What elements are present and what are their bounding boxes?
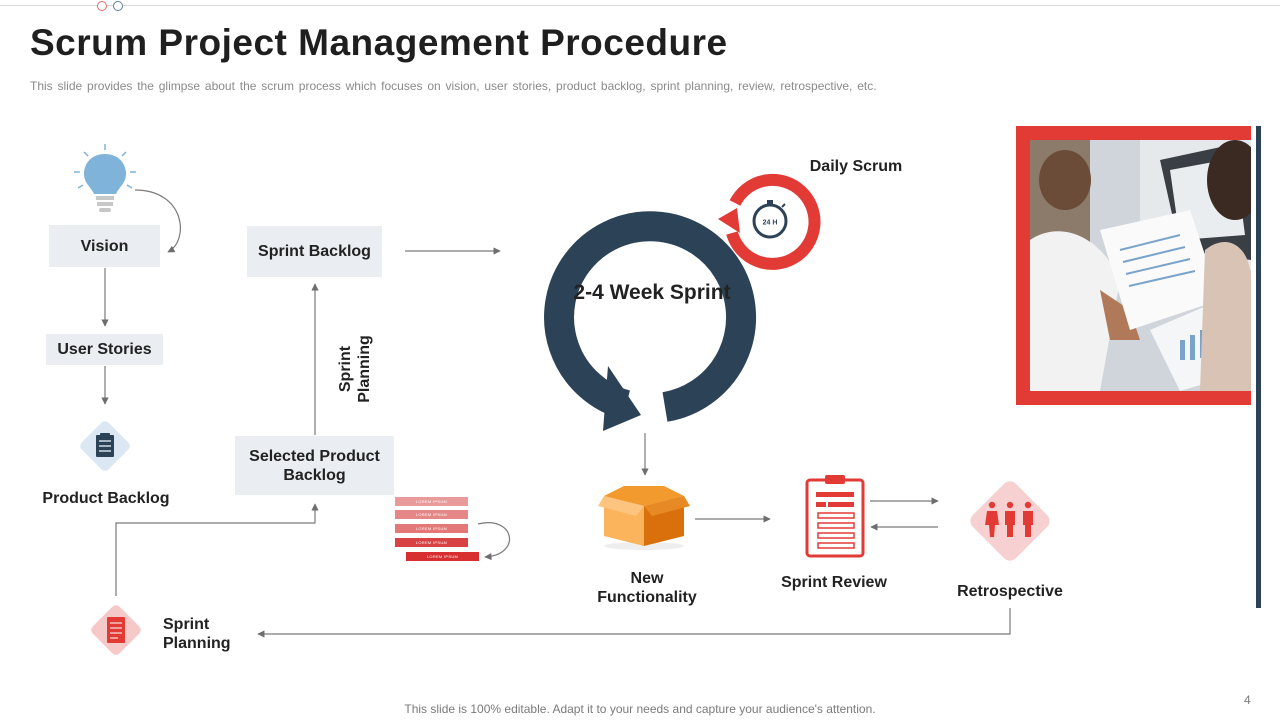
sprint-planning-vertical-label: Sprint Planning bbox=[337, 335, 373, 403]
backlog-stack-item: LOREM IPSUM bbox=[395, 510, 468, 519]
retrospective-label: Retrospective bbox=[957, 583, 1063, 600]
team-icon bbox=[967, 478, 1053, 564]
product-backlog-label: Product Backlog bbox=[42, 490, 170, 507]
backlog-stack-item: LOREM IPSUM bbox=[395, 538, 468, 547]
arrow-bulb-to-vision bbox=[134, 189, 181, 253]
sprint-cycle-label: 2-4 Week Sprint bbox=[573, 281, 731, 304]
sprint-review-label: Sprint Review bbox=[781, 574, 887, 591]
meeting-photo bbox=[1030, 140, 1251, 391]
document-icon bbox=[89, 603, 143, 657]
stopwatch-icon: 24 H bbox=[718, 173, 821, 270]
right-accent-bar bbox=[1256, 126, 1261, 608]
backlog-stack-item: LOREM IPSUM bbox=[395, 524, 468, 533]
arrow-stack-loop bbox=[477, 522, 511, 561]
backlog-stack-item: LOREM IPSUM bbox=[406, 552, 479, 561]
clipboard-icon bbox=[78, 419, 132, 473]
clipboard-list-icon bbox=[805, 475, 865, 558]
decor-dot-blue bbox=[113, 1, 123, 11]
arrow-retrospective-to-sprint-planning bbox=[257, 608, 1011, 638]
slide-footer: This slide is 100% editable. Adapt it to… bbox=[404, 702, 876, 716]
timer-label: 24 H bbox=[763, 220, 778, 227]
daily-scrum-label: Daily Scrum bbox=[809, 158, 903, 175]
sprint-backlog-box: Sprint Backlog bbox=[247, 226, 382, 277]
backlog-stack-item: LOREM IPSUM bbox=[395, 497, 468, 506]
page-number: 4 bbox=[1244, 693, 1251, 707]
decor-dot-red bbox=[97, 1, 107, 11]
new-functionality-label: New Functionality bbox=[597, 570, 697, 606]
selected-product-backlog-box: Selected Product Backlog bbox=[235, 436, 394, 495]
top-divider bbox=[0, 5, 1280, 6]
lightbulb-icon bbox=[74, 144, 136, 212]
slide-title: Scrum Project Management Procedure bbox=[30, 22, 728, 63]
sprint-cycle-ring bbox=[544, 211, 757, 431]
vision-box: Vision bbox=[49, 225, 160, 267]
meeting-photo-illustration bbox=[1030, 140, 1251, 391]
arrow-product-backlog-to-selected bbox=[115, 503, 319, 596]
box-icon bbox=[598, 486, 690, 550]
sprint-planning-bottom-label: Sprint Planning bbox=[163, 616, 231, 652]
user-stories-box: User Stories bbox=[46, 334, 163, 365]
slide-subtitle: This slide provides the glimpse about th… bbox=[30, 79, 877, 93]
